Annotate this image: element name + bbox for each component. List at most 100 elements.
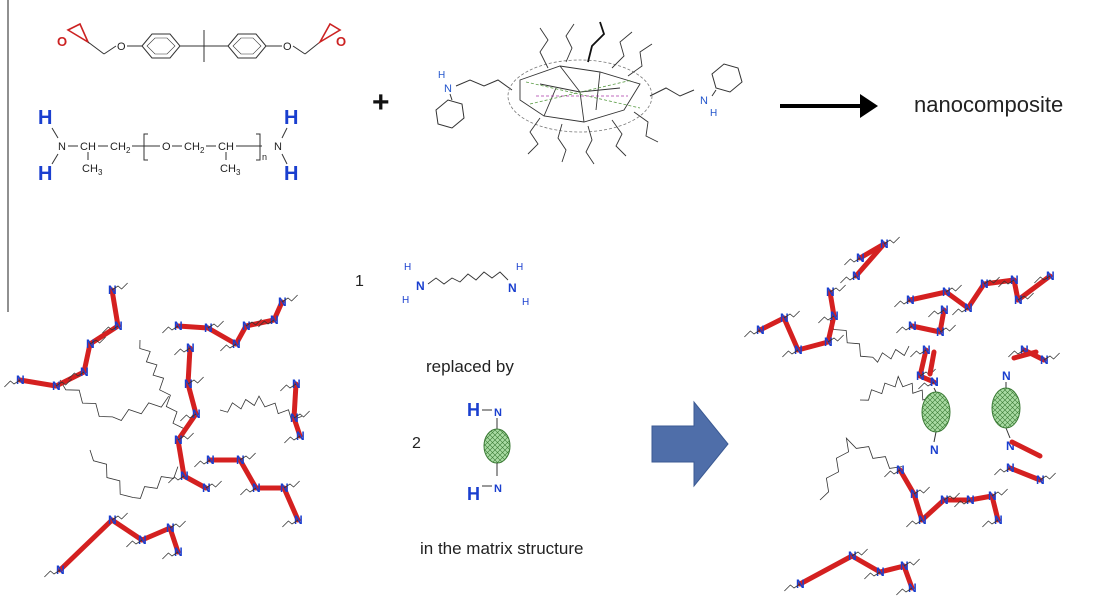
alkyl-tail (851, 548, 868, 557)
alkyl-tail (239, 452, 256, 461)
sub-3b: 3 (236, 168, 241, 177)
poss-cage-icon (921, 391, 951, 433)
alkyl-tail (1043, 352, 1060, 361)
network-node: N (756, 323, 765, 337)
cage-link (933, 387, 937, 393)
alkyl-tail (906, 519, 923, 528)
network-node: N (192, 407, 201, 421)
network-node: N (56, 563, 65, 577)
poss-h-right: H (710, 108, 717, 119)
poss-h-top: H (467, 400, 480, 420)
crosslink-bond (877, 563, 907, 575)
network-node: N (922, 343, 931, 357)
sub-2: 2 (126, 146, 131, 155)
poss-diamine: H N H N (467, 400, 511, 504)
network-node: N (930, 375, 939, 389)
alkyl-tail (994, 467, 1011, 476)
alkyl-tail (884, 469, 901, 478)
diamine-h-left: H (404, 262, 411, 273)
crosslink-bond (827, 289, 837, 319)
sub-2b: 2 (200, 146, 205, 155)
crosslink-bond (185, 381, 199, 417)
alkyl-tail (162, 325, 179, 334)
amine-h-bottom-right: H (284, 163, 298, 185)
crosslink-bond (825, 313, 837, 345)
alkyl-tail (1008, 349, 1025, 358)
poss-n-right: N (700, 95, 708, 107)
aliphatic-diamine: H N H N H H (402, 262, 529, 308)
network-node: N (270, 313, 279, 327)
network-node: N (964, 301, 973, 315)
network-node: N (994, 513, 1003, 527)
alkyl-tail (883, 236, 900, 245)
alkyl-tail (174, 347, 191, 356)
poss-h-left: H (438, 70, 445, 81)
crosslink-bond (175, 411, 199, 443)
alkyl-tail (827, 334, 844, 343)
alkyl-tail (293, 410, 310, 419)
network-node: N (908, 581, 917, 595)
alkyl-tail (4, 379, 21, 388)
alkyl-tail (180, 413, 197, 422)
seg-ch3: CH (82, 163, 98, 175)
alkyl-tail (896, 587, 913, 596)
alkyl-tail (111, 512, 128, 521)
alkyl-tail (943, 492, 960, 501)
amine-h-top-left: H (38, 107, 52, 129)
alkyl-tail (102, 325, 119, 334)
alkyl-tail (783, 310, 800, 319)
polymer-chain (819, 437, 903, 501)
network-node: N (296, 429, 305, 443)
seg-ch2b: CH (184, 141, 200, 153)
crosslink-bond (917, 373, 937, 385)
crosslink-bond (271, 299, 285, 323)
crosslink-bond (781, 315, 801, 353)
crosslink-bond (53, 369, 87, 389)
polyetheramine: H N H CH CH 3 CH 2 O CH 2 CH CH 3 n N H … (38, 107, 298, 185)
alkyl-tail (162, 551, 179, 560)
amine-h-top-right: H (284, 107, 298, 129)
seg-ch3b: CH (220, 163, 236, 175)
network-node: N (930, 375, 939, 389)
network-node: N (1002, 369, 1011, 383)
alkyl-tail (240, 487, 257, 496)
network-node: N (174, 319, 183, 333)
crosslink-bond (911, 491, 925, 523)
crosslink-bond (989, 493, 1001, 523)
crosslink-bond (909, 323, 943, 335)
polymer-chain (139, 339, 184, 429)
crosslink-bond (109, 287, 121, 329)
alkyl-tail (939, 324, 956, 333)
alkyl-tail (169, 520, 186, 529)
network-node: N (186, 341, 195, 355)
alkyl-tail (918, 381, 935, 390)
plus-sign: + (372, 86, 390, 119)
crosslink-bond (965, 281, 987, 311)
network-node: N (966, 493, 975, 507)
alkyl-tail (913, 486, 930, 495)
ether-o-left: O (117, 41, 126, 53)
crosslink-bond (927, 349, 937, 377)
alkyl-tail (89, 336, 106, 345)
crosslink-bond (175, 323, 211, 331)
amine-h-bottom-left: H (38, 163, 52, 185)
sub-3: 3 (98, 168, 103, 177)
network-node: N (896, 463, 905, 477)
sub-n: n (262, 152, 267, 162)
alkyl-tail (903, 558, 920, 567)
crosslink-bond (237, 457, 259, 491)
alkyl-tail (68, 371, 85, 380)
crosslink-bond (849, 553, 883, 575)
polymer-chain (219, 395, 302, 421)
crosslink-bond (205, 325, 239, 347)
crosslink-bond (185, 345, 193, 387)
network-node: N (138, 533, 147, 547)
crosslink-bond (797, 553, 855, 587)
poss-n-left: N (444, 83, 452, 95)
crosslink-bond (167, 525, 181, 555)
network-node: N (1046, 269, 1055, 283)
alkyl-tail (829, 284, 846, 293)
alkyl-tail (952, 307, 969, 316)
